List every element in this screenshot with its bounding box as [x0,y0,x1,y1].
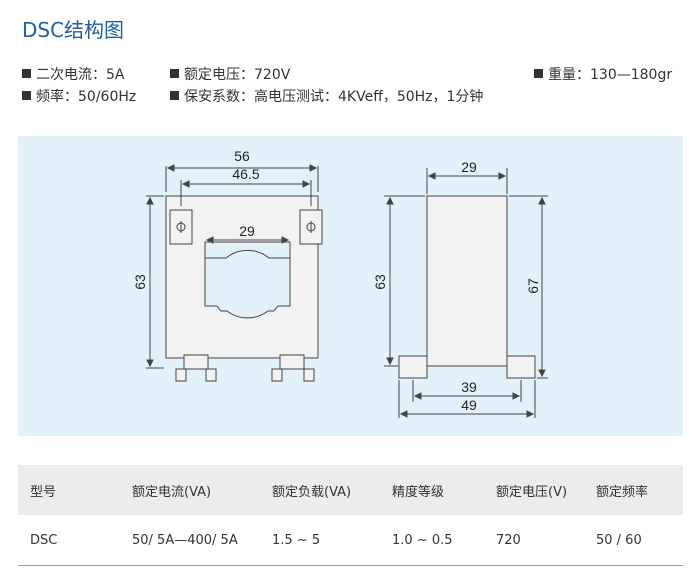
cell-accuracy: 1.0 ~ 0.5 [380,515,484,566]
front-foot-left [183,354,209,370]
spec-current-text: 二次电流：5A [36,67,125,83]
front-window [204,241,291,319]
spec-safety-text: 保安系数：高电压测试：4KVeff，50Hz，1分钟 [184,89,484,105]
front-view [146,164,323,382]
dim-side-height-left: 63 [372,274,388,290]
front-pin-3 [271,368,283,382]
header-rated-frequency: 额定频率 [584,465,683,515]
side-foot-right [506,355,536,379]
bullet-square-icon [534,69,543,78]
header-rated-voltage: 额定电压(V) [484,465,584,515]
structure-diagram-svg: 56 46.5 29 63 [132,148,548,418]
bullet-square-icon [22,69,31,78]
spec-frequency-text: 频率：50/60Hz [36,89,137,105]
spec-weight-text: 重量：130—180gr [548,67,673,83]
spec-voltage: 额定电压：720V [170,64,290,86]
cell-rated-load: 1.5 ~ 5 [260,515,380,566]
cell-model: DSC [18,515,120,566]
header-rated-load: 额定负载(VA) [260,465,380,515]
header-model: 型号 [18,465,120,515]
side-foot-left [398,355,428,379]
dim-side-outer-base: 49 [461,397,477,413]
bullet-square-icon [170,69,179,78]
cell-rated-frequency: 50 / 60 [584,515,683,566]
front-pin-2 [205,368,217,382]
dim-side-height-right: 67 [525,278,541,294]
spec-voltage-text: 额定电压：720V [184,67,291,83]
bullet-square-icon [22,91,31,100]
front-pin-1 [175,368,187,382]
table-header-row: 型号 额定电流(VA) 额定负载(VA) 精度等级 额定电压(V) 额定频率 [18,465,683,515]
page-title: DSC结构图 [22,18,125,42]
dim-front-outer-width: 56 [234,148,250,164]
cell-rated-voltage: 720 [484,515,584,566]
side-view [384,168,548,418]
dim-front-height: 63 [132,274,148,290]
spec-weight: 重量：130—180gr [534,64,672,86]
header-accuracy: 精度等级 [380,465,484,515]
spec-current: 二次电流：5A [22,64,124,86]
dim-side-top-width: 29 [461,159,477,175]
spec-safety: 保安系数：高电压测试：4KVeff，50Hz，1分钟 [170,86,483,108]
header-rated-current: 额定电流(VA) [120,465,260,515]
dim-front-hole-spacing: 46.5 [232,166,259,182]
spec-frequency: 频率：50/60Hz [22,86,136,108]
spec-table: 型号 额定电流(VA) 额定负载(VA) 精度等级 额定电压(V) 额定频率 D… [18,465,683,566]
cell-rated-current: 50/ 5A—400/ 5A [120,515,260,566]
front-foot-right [279,354,305,370]
dim-side-inner-base: 39 [461,379,477,395]
side-body [426,195,508,367]
structure-diagram: 56 46.5 29 63 [18,136,683,436]
dim-front-window: 29 [239,223,255,239]
front-pin-4 [303,368,315,382]
bullet-square-icon [170,91,179,100]
table-row: DSC 50/ 5A—400/ 5A 1.5 ~ 5 1.0 ~ 0.5 720… [18,515,683,566]
